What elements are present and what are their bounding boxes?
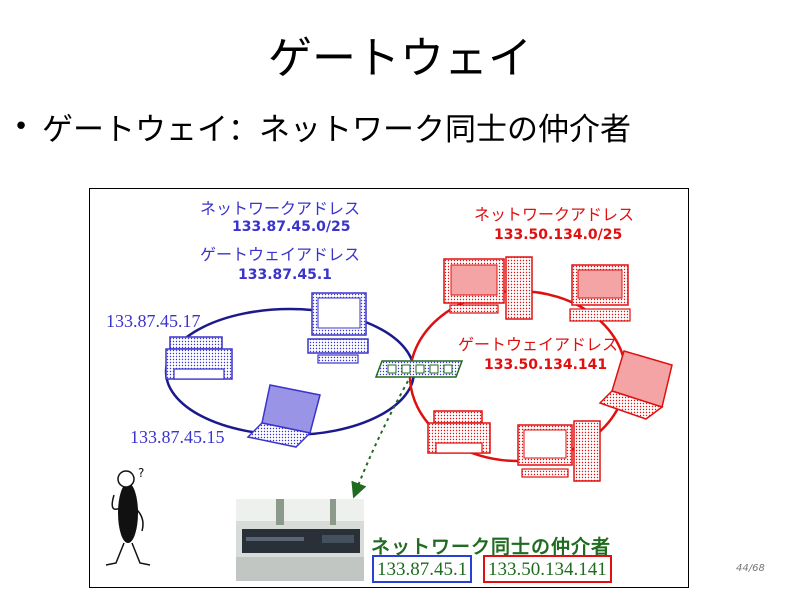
thinking-person-icon: ? [105,466,151,566]
network-diagram-drawing: ? [105,256,673,581]
left-gateway-label: ゲートウェイアドレス [200,245,361,264]
bullet-item: • ゲートウェイ：ネットワーク同士の仲介者 [8,104,631,149]
laptop-icon [598,350,673,420]
desktop-pc-icon [443,256,533,320]
page-current: 44 [736,563,749,574]
right-gateway-label: ゲートウェイアドレス [458,335,619,354]
network-diagram: ? ネットワークアドレス 133.87.45.0/25 ゲートウェイアドレス 1… [89,188,689,588]
mediator-left-address: 133.87.45.1 [372,555,473,583]
left-gateway-address: 133.87.45.1 [238,267,332,283]
laptop-icon [246,384,321,448]
right-gateway-address: 133.50.134.141 [484,357,608,373]
printer-icon [427,410,491,454]
page-total: 68 [752,563,765,574]
mediator-title: ネットワーク同士の仲介者 [371,536,612,558]
left-network-address: 133.87.45.0/25 [232,219,351,235]
gateway-arrow [351,380,409,499]
right-network-address: 133.50.134.0/25 [494,227,623,243]
printer-icon [165,336,233,380]
host-printer-address: 133.87.45.17 [106,311,201,331]
router-photo-icon [236,499,364,581]
desktop-pc-icon [569,264,631,322]
page-number: 44/68 [736,563,765,574]
svg-text:?: ? [138,466,144,480]
bullet-text: ゲートウェイ：ネットワーク同士の仲介者 [42,112,631,148]
host-laptop-address: 133.87.45.15 [130,427,225,447]
left-network-label: ネットワークアドレス [200,199,361,218]
mediator-right-address: 133.50.134.141 [483,555,612,583]
desktop-pc-icon [517,420,601,482]
desktop-pc-icon [307,292,369,364]
bullet-dot-icon: • [13,111,29,142]
right-network-label: ネットワークアドレス [474,205,635,224]
slide-title: ゲートウェイ [268,33,532,84]
network-switch-icon [374,360,464,378]
